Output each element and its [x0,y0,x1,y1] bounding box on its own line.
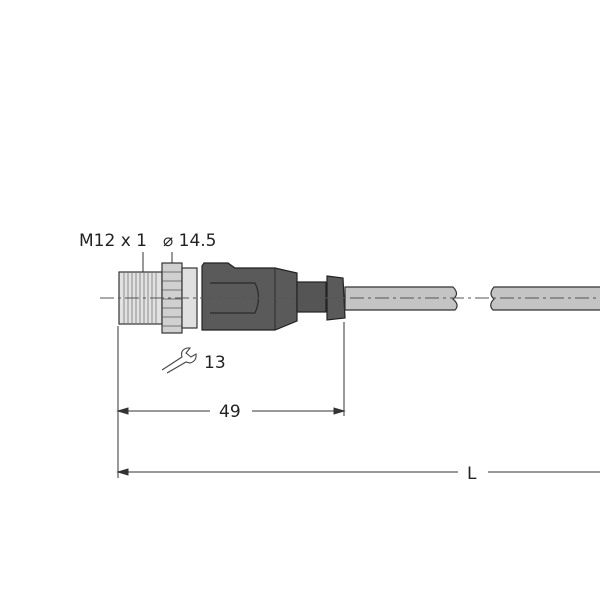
dimension-L [116,468,600,476]
thread-label: M12 x 1 [79,231,147,251]
dimension-49 [116,407,346,415]
diameter-label: ⌀ 14.5 [163,231,217,251]
wrench-size-label: 13 [204,353,226,373]
connector-body [201,262,346,331]
coupling-nut [161,262,198,334]
length-49-label: 49 [219,402,241,422]
length-L-label: L [467,464,477,484]
wrench-icon [161,347,197,374]
